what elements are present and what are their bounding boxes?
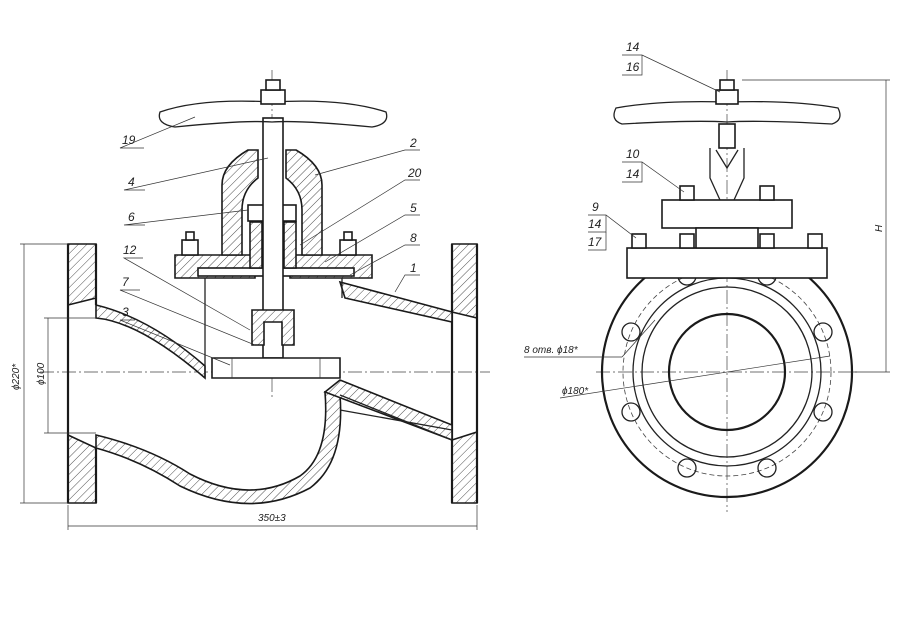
- bolt-hole: [813, 402, 833, 422]
- dim-face-to-face: 350±3: [258, 513, 286, 524]
- label-14-top: 14: [626, 40, 640, 54]
- cover-bolt-right: [339, 239, 357, 256]
- label-3: 3: [122, 305, 129, 319]
- label-8: 8: [410, 231, 417, 245]
- bonnet-left: [221, 149, 259, 256]
- left-flange: [67, 243, 97, 307]
- label-7: 7: [122, 275, 130, 289]
- bolt-hole: [813, 322, 833, 342]
- packing-left: [249, 221, 263, 269]
- leaders: [119, 116, 420, 366]
- body-wall-upper-left: [95, 303, 206, 380]
- dim-height: H: [874, 224, 885, 232]
- label-1: 1: [410, 261, 417, 275]
- label-17: 17: [588, 235, 603, 249]
- label-20: 20: [407, 166, 422, 180]
- bonnet-right: [285, 149, 323, 256]
- dim-flange-diameter: ϕ220*: [11, 363, 22, 390]
- label-5: 5: [410, 201, 417, 215]
- right-flange-lower: [451, 430, 478, 504]
- handwheel-nut: [260, 89, 286, 105]
- bolt-hole: [621, 322, 641, 342]
- label-12: 12: [123, 243, 137, 257]
- dimensions-left: [20, 243, 478, 530]
- body-partition: [323, 379, 453, 442]
- valve-disc: [211, 357, 341, 379]
- right-flange: [451, 243, 478, 320]
- bolt-hole: [621, 402, 641, 422]
- packing-right: [283, 221, 297, 269]
- bolt-hole: [677, 458, 697, 478]
- end-view: 14 16 10 14 9 14 17 8 отв. ϕ18* ϕ180* H: [524, 40, 890, 512]
- body-wall-lower: [95, 391, 342, 505]
- label-19: 19: [122, 133, 136, 147]
- dim-bore-diameter: ϕ100: [36, 362, 47, 385]
- stem-bushing: [251, 309, 295, 346]
- body-wall-upper-right: [338, 280, 453, 323]
- dim-bolt-circle: ϕ180*: [562, 386, 589, 397]
- label-10: 10: [626, 147, 640, 161]
- cover-bolt-left: [181, 239, 199, 256]
- end-bonnet-top: [661, 199, 793, 229]
- label-4: 4: [128, 175, 135, 189]
- label-16: 16: [626, 60, 640, 74]
- label-9: 9: [592, 200, 599, 214]
- end-handwheel-nut: [715, 89, 739, 105]
- label-14-low: 14: [588, 217, 602, 231]
- end-bore: [667, 312, 787, 432]
- end-yoke: [709, 148, 745, 201]
- left-flange-lower: [67, 433, 97, 504]
- label-14-mid: 14: [626, 167, 640, 181]
- dim-bolt-holes: 8 отв. ϕ18*: [524, 345, 579, 356]
- bolt-hole: [757, 458, 777, 478]
- label-6: 6: [128, 210, 135, 224]
- label-2: 2: [409, 136, 417, 150]
- section-view: 19 4 6 12 7 3 2 20 5 8 1 ϕ220* ϕ100 350±…: [11, 70, 490, 530]
- end-cover-flange: [626, 247, 828, 279]
- end-leaders: [524, 54, 890, 399]
